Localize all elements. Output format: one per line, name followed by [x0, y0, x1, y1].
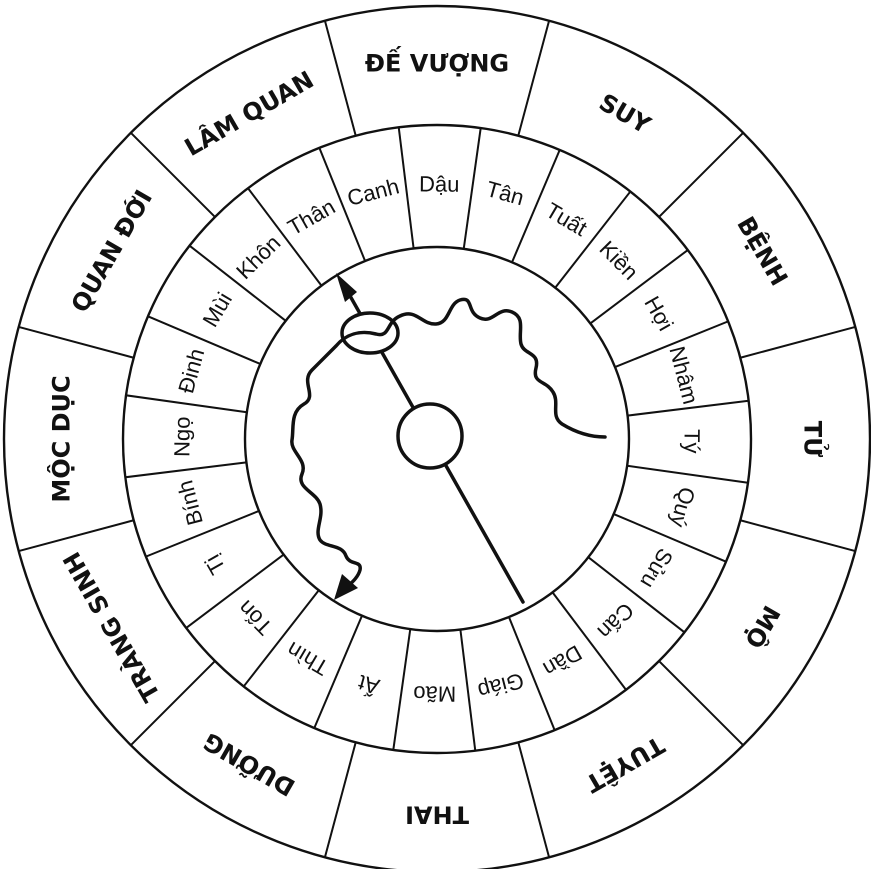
outer-sector-divider — [740, 519, 856, 553]
inner-ring-label: Tị — [200, 550, 231, 578]
inner-sector-divider — [554, 190, 632, 289]
outer-ring-label: TUYỆT — [580, 731, 670, 800]
inner-ring-label: Ất — [355, 670, 382, 700]
inner-sector-divider — [589, 249, 689, 325]
inner-sector-divider — [147, 315, 261, 365]
inner-ring-label: Ngọ — [169, 416, 194, 457]
outer-sector-divider — [130, 132, 216, 218]
middle-ring-border — [121, 123, 753, 755]
inner-ring-label: Mùi — [198, 288, 238, 331]
outer-sector-divider — [517, 20, 551, 136]
inner-ring-label: Mão — [413, 681, 456, 706]
outer-sector-divider — [130, 660, 216, 746]
inner-ring-label: Tý — [679, 429, 704, 454]
inner-sector-divider — [507, 616, 556, 731]
inner-ring-label: Cấn — [593, 598, 639, 644]
inner-sector-divider — [627, 399, 749, 417]
outer-ring-border — [2, 4, 871, 869]
inner-sector-divider — [313, 615, 363, 729]
inner-ring-label: Bính — [172, 478, 208, 528]
inner-ring-label: Tân — [484, 176, 527, 210]
inner-ring-label: Tuất — [541, 198, 591, 241]
inner-sector-divider — [125, 394, 248, 414]
inner-sector-divider — [511, 149, 561, 263]
inner-sector-divider — [145, 509, 260, 558]
sector-dividers — [18, 20, 856, 858]
outer-sector-divider — [18, 519, 134, 553]
center-markings — [290, 273, 607, 604]
outer-ring-label: TRÀNG SINH — [57, 547, 166, 707]
inner-sector-divider — [587, 556, 686, 634]
inner-ring-label: Hợi — [639, 292, 678, 335]
inner-ring-label: Dần — [539, 640, 586, 682]
outer-sector-divider — [658, 660, 744, 746]
outer-sector-divider — [517, 742, 551, 858]
inner-sector-divider — [614, 320, 729, 369]
outer-ring-label: MỘC DỤC — [46, 375, 76, 502]
inner-sector-divider — [459, 629, 477, 751]
inner-sector-divider — [125, 461, 247, 479]
inner-sector-divider — [626, 464, 749, 484]
concentric-rings — [2, 4, 871, 869]
inner-sector-divider — [462, 127, 482, 250]
inner-sector-divider — [188, 244, 287, 322]
axis-arrowhead — [336, 273, 357, 302]
inner-sector-divider — [551, 591, 627, 691]
outer-ring-label: SUY — [594, 88, 655, 140]
center-circle — [396, 402, 464, 470]
inner-ring-label: Tốn — [233, 595, 277, 640]
inner-sector-divider — [247, 187, 323, 287]
wavy-path — [290, 297, 607, 590]
outer-ring-label: QUAN ĐỚI — [64, 184, 158, 317]
inner-ring-label: Đinh — [173, 346, 209, 396]
inner-ring-label: Quý — [665, 484, 700, 530]
inner-ring-label: Nhâm — [664, 344, 703, 407]
wavy-path-arrowhead — [334, 574, 358, 600]
outer-ring-label: LÂM QUAN — [179, 65, 318, 162]
inner-sector-divider — [242, 589, 320, 688]
outer-sector-divider — [18, 325, 134, 359]
inner-ring-label: Kiền — [595, 236, 644, 285]
outer-sector-divider — [740, 325, 856, 359]
inner-ring-label: Thân — [283, 194, 339, 240]
inner-ring-label: Canh — [345, 173, 402, 210]
inner-ring-label: Giáp — [475, 668, 526, 704]
outer-ring-label: TỬ — [799, 421, 832, 457]
inner-ring-label: Thìn — [282, 637, 333, 681]
inner-sector-divider — [397, 127, 415, 249]
outer-ring-label: THAI — [405, 801, 469, 829]
inner-ring-label: Sửu — [635, 544, 678, 593]
outer-ring-label: ĐẾ VƯỢNG — [365, 45, 509, 78]
inner-ring-label: Khôn — [231, 230, 285, 284]
inner-ring-label: Dậu — [419, 171, 460, 196]
outer-ring-label: BỆNH — [731, 211, 794, 291]
outer-sector-divider — [323, 742, 357, 858]
outer-ring-label: MỘ — [739, 601, 787, 654]
inner-ring-border — [243, 245, 631, 633]
inner-sector-divider — [392, 628, 412, 751]
inner-sector-divider — [318, 147, 367, 262]
outer-ring-label: DƯỠNG — [198, 727, 300, 803]
outer-sector-divider — [323, 20, 357, 136]
outer-sector-divider — [658, 132, 744, 218]
inner-sector-divider — [613, 513, 727, 563]
inner-sector-divider — [185, 553, 285, 629]
